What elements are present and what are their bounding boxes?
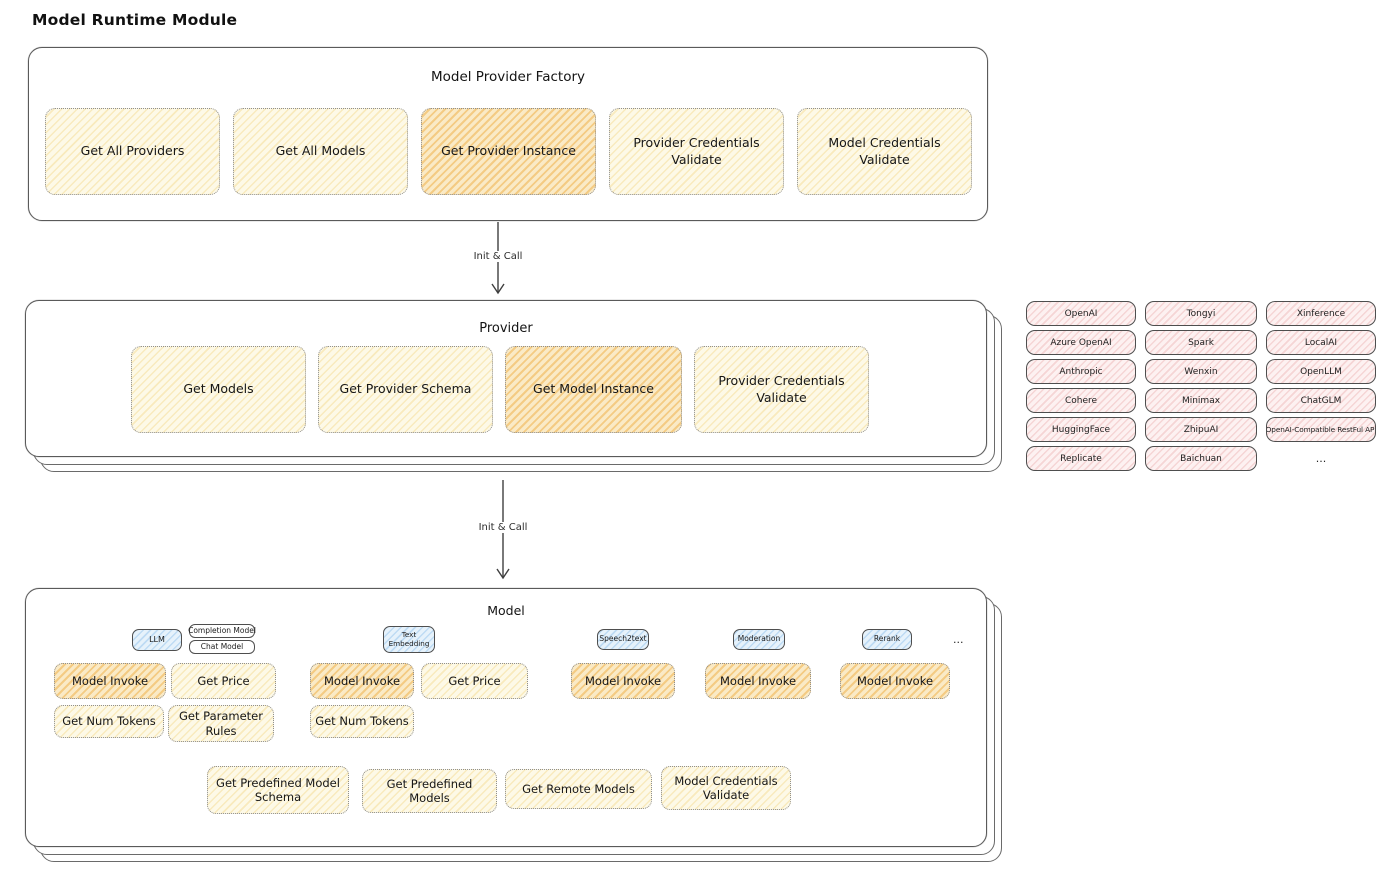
capability-label: Get Parameter Rules: [179, 709, 263, 738]
tabs-more-dots: ...: [953, 633, 964, 646]
factory-box-get-provider-instance: Get Provider Instance: [421, 108, 596, 195]
model-get-remote-models: Get Remote Models: [505, 769, 652, 809]
text-embedding-get-num-tokens: Get Num Tokens: [310, 705, 414, 738]
arrow-label-init-call-1: Init & Call: [469, 251, 527, 262]
provider-box-get-model-instance: Get Model Instance: [505, 346, 682, 433]
provider-box-label: Get Model Instance: [533, 381, 654, 397]
provider-box-provider-credentials-validate: Provider Credentials Validate: [694, 346, 869, 433]
tab-label: Completion Model: [188, 625, 256, 635]
vendor-baichuan: Baichuan: [1145, 446, 1257, 471]
factory-title: Model Provider Factory: [430, 69, 585, 85]
model-title: Model: [487, 603, 525, 618]
factory-box-get-all-models: Get All Models: [233, 108, 408, 195]
vendor-minimax: Minimax: [1145, 388, 1257, 413]
provider-box-get-provider-schema: Get Provider Schema: [318, 346, 493, 433]
tab-speech2text: Speech2text: [597, 629, 649, 650]
tab-text-embedding: Text Embedding: [383, 626, 435, 653]
tab-label: Text Embedding: [388, 630, 430, 648]
rerank-model-invoke: Model Invoke: [840, 663, 950, 699]
capability-label: Get Price: [197, 673, 250, 688]
provider-container: Provider Get Models Get Provider Schema …: [25, 300, 987, 457]
tab-completion-model: Completion Model: [188, 624, 256, 638]
tab-rerank: Rerank: [862, 629, 912, 650]
vendor-openai: OpenAI: [1026, 301, 1136, 326]
provider-title: Provider: [479, 321, 533, 336]
vendor-chatglm: ChatGLM: [1266, 388, 1376, 413]
moderation-model-invoke: Model Invoke: [705, 663, 811, 699]
arrow-label-init-call-2: Init & Call: [474, 522, 532, 533]
tab-label: Speech2text: [599, 634, 647, 644]
vendor-localai: LocalAI: [1266, 330, 1376, 355]
tab-label: Rerank: [873, 634, 901, 644]
llm-get-num-tokens: Get Num Tokens: [54, 705, 164, 738]
capability-label: Get Predefined Model Schema: [216, 775, 340, 804]
model-container: Model LLM Completion Model Chat Model Te…: [25, 588, 987, 847]
capability-label: Model Invoke: [323, 673, 401, 688]
tab-chat-model: Chat Model: [189, 640, 255, 654]
vendor-huggingface: HuggingFace: [1026, 417, 1136, 442]
factory-box-label: Model Credentials Validate: [828, 134, 941, 167]
tab-label: LLM: [149, 635, 165, 645]
tab-llm: LLM: [132, 629, 182, 651]
vendor-more-dots: ...: [1315, 452, 1327, 465]
vendor-tongyi: Tongyi: [1145, 301, 1257, 326]
factory-box-label: Get All Providers: [80, 143, 185, 159]
tab-moderation: Moderation: [733, 629, 785, 650]
factory-box-label: Provider Credentials Validate: [633, 134, 760, 167]
vendor-replicate: Replicate: [1026, 446, 1136, 471]
vendor-openai-compatible-restful-api: OpenAI-Compatible RestFul API: [1266, 417, 1376, 442]
model-get-predefined-models: Get Predefined Models: [362, 769, 497, 813]
capability-label: Model Invoke: [719, 673, 797, 688]
model-get-predefined-model-schema: Get Predefined Model Schema: [207, 766, 349, 814]
llm-model-invoke: Model Invoke: [54, 663, 166, 699]
vendor-azure-openai: Azure OpenAI: [1026, 330, 1136, 355]
provider-box-get-models: Get Models: [131, 346, 306, 433]
capability-label: Get Num Tokens: [62, 714, 156, 729]
capability-label: Get Remote Models: [522, 781, 635, 796]
factory-box-provider-credentials-validate: Provider Credentials Validate: [609, 108, 784, 195]
model-model-credentials-validate: Model Credentials Validate: [661, 766, 791, 810]
speech2text-model-invoke: Model Invoke: [571, 663, 675, 699]
tab-label: Chat Model: [200, 641, 244, 651]
factory-container: Model Provider Factory Get All Providers…: [28, 47, 988, 221]
vendor-wenxin: Wenxin: [1145, 359, 1257, 384]
vendor-spark: Spark: [1145, 330, 1257, 355]
tab-label: Moderation: [737, 634, 781, 644]
capability-label: Get Price: [448, 673, 501, 688]
factory-box-label: Get All Models: [275, 143, 366, 159]
provider-box-label: Provider Credentials Validate: [718, 372, 845, 405]
vendor-openllm: OpenLLM: [1266, 359, 1376, 384]
factory-box-get-all-providers: Get All Providers: [45, 108, 220, 195]
page-title: Model Runtime Module: [32, 11, 238, 29]
factory-box-label: Get Provider Instance: [441, 143, 576, 159]
text-embedding-get-price: Get Price: [421, 663, 528, 699]
factory-box-model-credentials-validate: Model Credentials Validate: [797, 108, 972, 195]
capability-label: Model Credentials Validate: [674, 773, 778, 802]
provider-box-label: Get Provider Schema: [339, 381, 472, 397]
capability-label: Get Predefined Models: [386, 776, 473, 805]
capability-label: Model Invoke: [584, 673, 662, 688]
vendor-anthropic: Anthropic: [1026, 359, 1136, 384]
text-embedding-model-invoke: Model Invoke: [310, 663, 414, 699]
vendor-zhipuai: ZhipuAI: [1145, 417, 1257, 442]
provider-box-label: Get Models: [183, 381, 254, 397]
vendor-xinference: Xinference: [1266, 301, 1376, 326]
vendor-grid: OpenAI Tongyi Xinference Azure OpenAI Sp…: [1026, 301, 1376, 471]
capability-label: Model Invoke: [71, 673, 149, 688]
llm-get-price: Get Price: [171, 663, 276, 699]
capability-label: Get Num Tokens: [315, 714, 409, 729]
vendor-cohere: Cohere: [1026, 388, 1136, 413]
llm-get-parameter-rules: Get Parameter Rules: [168, 705, 274, 742]
capability-label: Model Invoke: [856, 673, 934, 688]
